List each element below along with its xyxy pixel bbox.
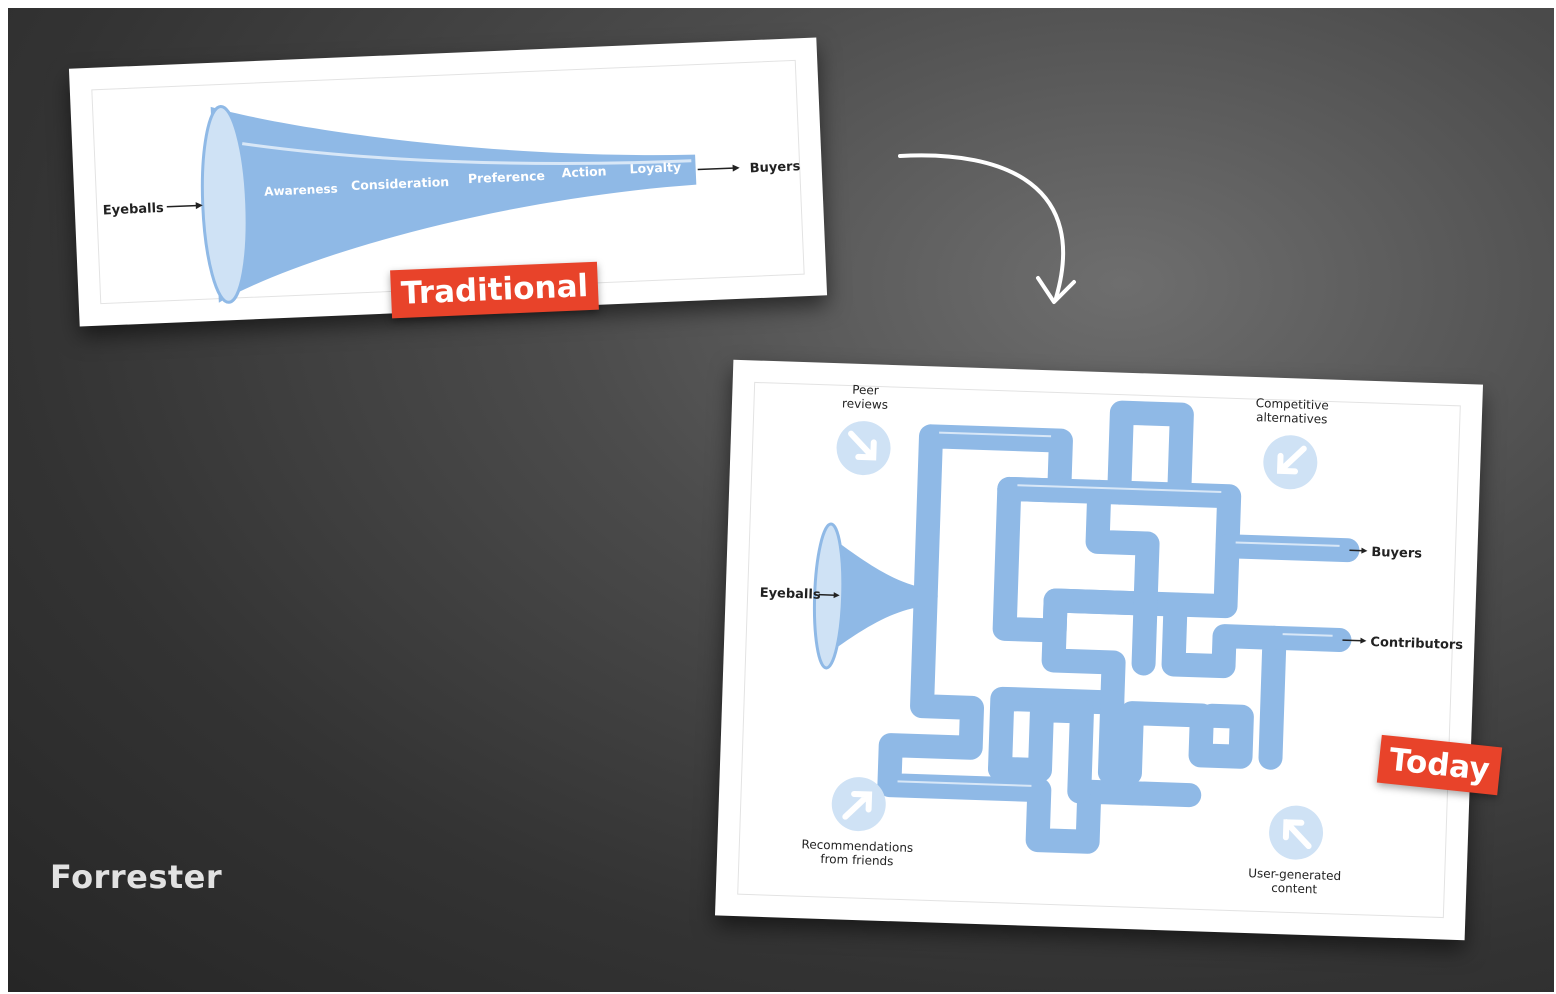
maze-path-g [988,698,1094,804]
maze-highlight-b [1017,484,1222,493]
recommendations-label-line2: from friends [820,852,894,868]
transition-arrow-head [1036,276,1076,304]
traditional-buyers-label: Buyers [749,159,800,176]
stage-preference: Preference [468,168,546,186]
input-arrowhead [195,202,203,210]
maze-path-h [1097,690,1254,786]
output-arrowhead [732,164,740,172]
competitive-alternatives-icon [1263,435,1318,490]
today-buyers-arrowhead [1361,547,1368,554]
stage-consideration: Consideration [351,174,450,193]
transition-arrow-curve [898,153,1066,300]
maze-path-contributors [1262,625,1352,652]
user-generated-content-icon [1269,805,1324,860]
peer-reviews-arrow [848,430,877,461]
input-arrow [166,204,199,208]
brand-logo-text: Forrester [50,858,223,896]
traditional-funnel-diagram: Eyeballs Awareness Consideration Prefere… [91,59,805,305]
maze-path-f [1161,592,1287,770]
maze-highlight-e [1282,633,1333,637]
competitive-arrow [1276,445,1307,475]
maze-path-buyers [1215,534,1360,563]
transition-arrow-icon [898,153,1076,304]
today-contributors-label: Contributors [1370,635,1463,653]
peer-reviews-icon [836,421,891,476]
stage-loyalty: Loyalty [629,159,681,176]
funnel-body [210,106,697,303]
today-buyers-label: Buyers [1371,545,1422,562]
competitive-label-line2: alternatives [1256,410,1328,426]
today-contributors-arrowhead [1360,637,1367,644]
maze-path-c [1107,400,1194,507]
maze-highlight-d [897,780,1032,787]
funnel-highlight [242,142,692,166]
today-input-arrow [818,593,836,596]
stage-action: Action [561,163,606,180]
competitive-label-line1: Competitive [1256,396,1329,412]
maze-highlights [897,431,1340,787]
maze-pipes [877,400,1360,854]
traditional-funnel-card: Eyeballs Awareness Consideration Prefere… [68,37,828,327]
user-generated-arrow [1282,819,1312,850]
today-input-arrowhead [833,592,840,599]
traditional-eyeballs-label: Eyeballs [103,201,165,219]
user-generated-label-line2: content [1271,881,1318,897]
recommendations-arrow [842,790,873,820]
recommendations-label-line1: Recommendations [801,837,913,855]
today-contributors-arrow [1342,639,1363,642]
today-funnel-mouth [812,522,845,670]
maze-path-e [877,584,1202,854]
maze-path-d [1085,479,1160,616]
today-funnel-body [821,532,926,659]
output-arrow [697,167,736,171]
inner-frame [737,381,1461,919]
peer-reviews-label-line1: Peer [852,383,879,398]
traditional-tag: Traditional [390,261,600,319]
today-maze-card: Eyeballs Buyers Contributors Peer review… [714,359,1484,941]
maze-path-i [1131,591,1158,676]
today-eyeballs-label: Eyeballs [759,586,821,603]
maze-highlight-c [1235,541,1340,547]
stage-awareness: Awareness [264,182,338,199]
today-maze-diagram: Eyeballs Buyers Contributors Peer review… [737,381,1464,919]
recommendations-icon [831,777,886,832]
user-generated-label-line1: User-generated [1248,866,1341,883]
peer-reviews-label-line2: reviews [842,396,888,412]
maze-highlight-a [939,431,1052,438]
slide-background: Eyeballs Awareness Consideration Prefere… [8,8,1554,992]
